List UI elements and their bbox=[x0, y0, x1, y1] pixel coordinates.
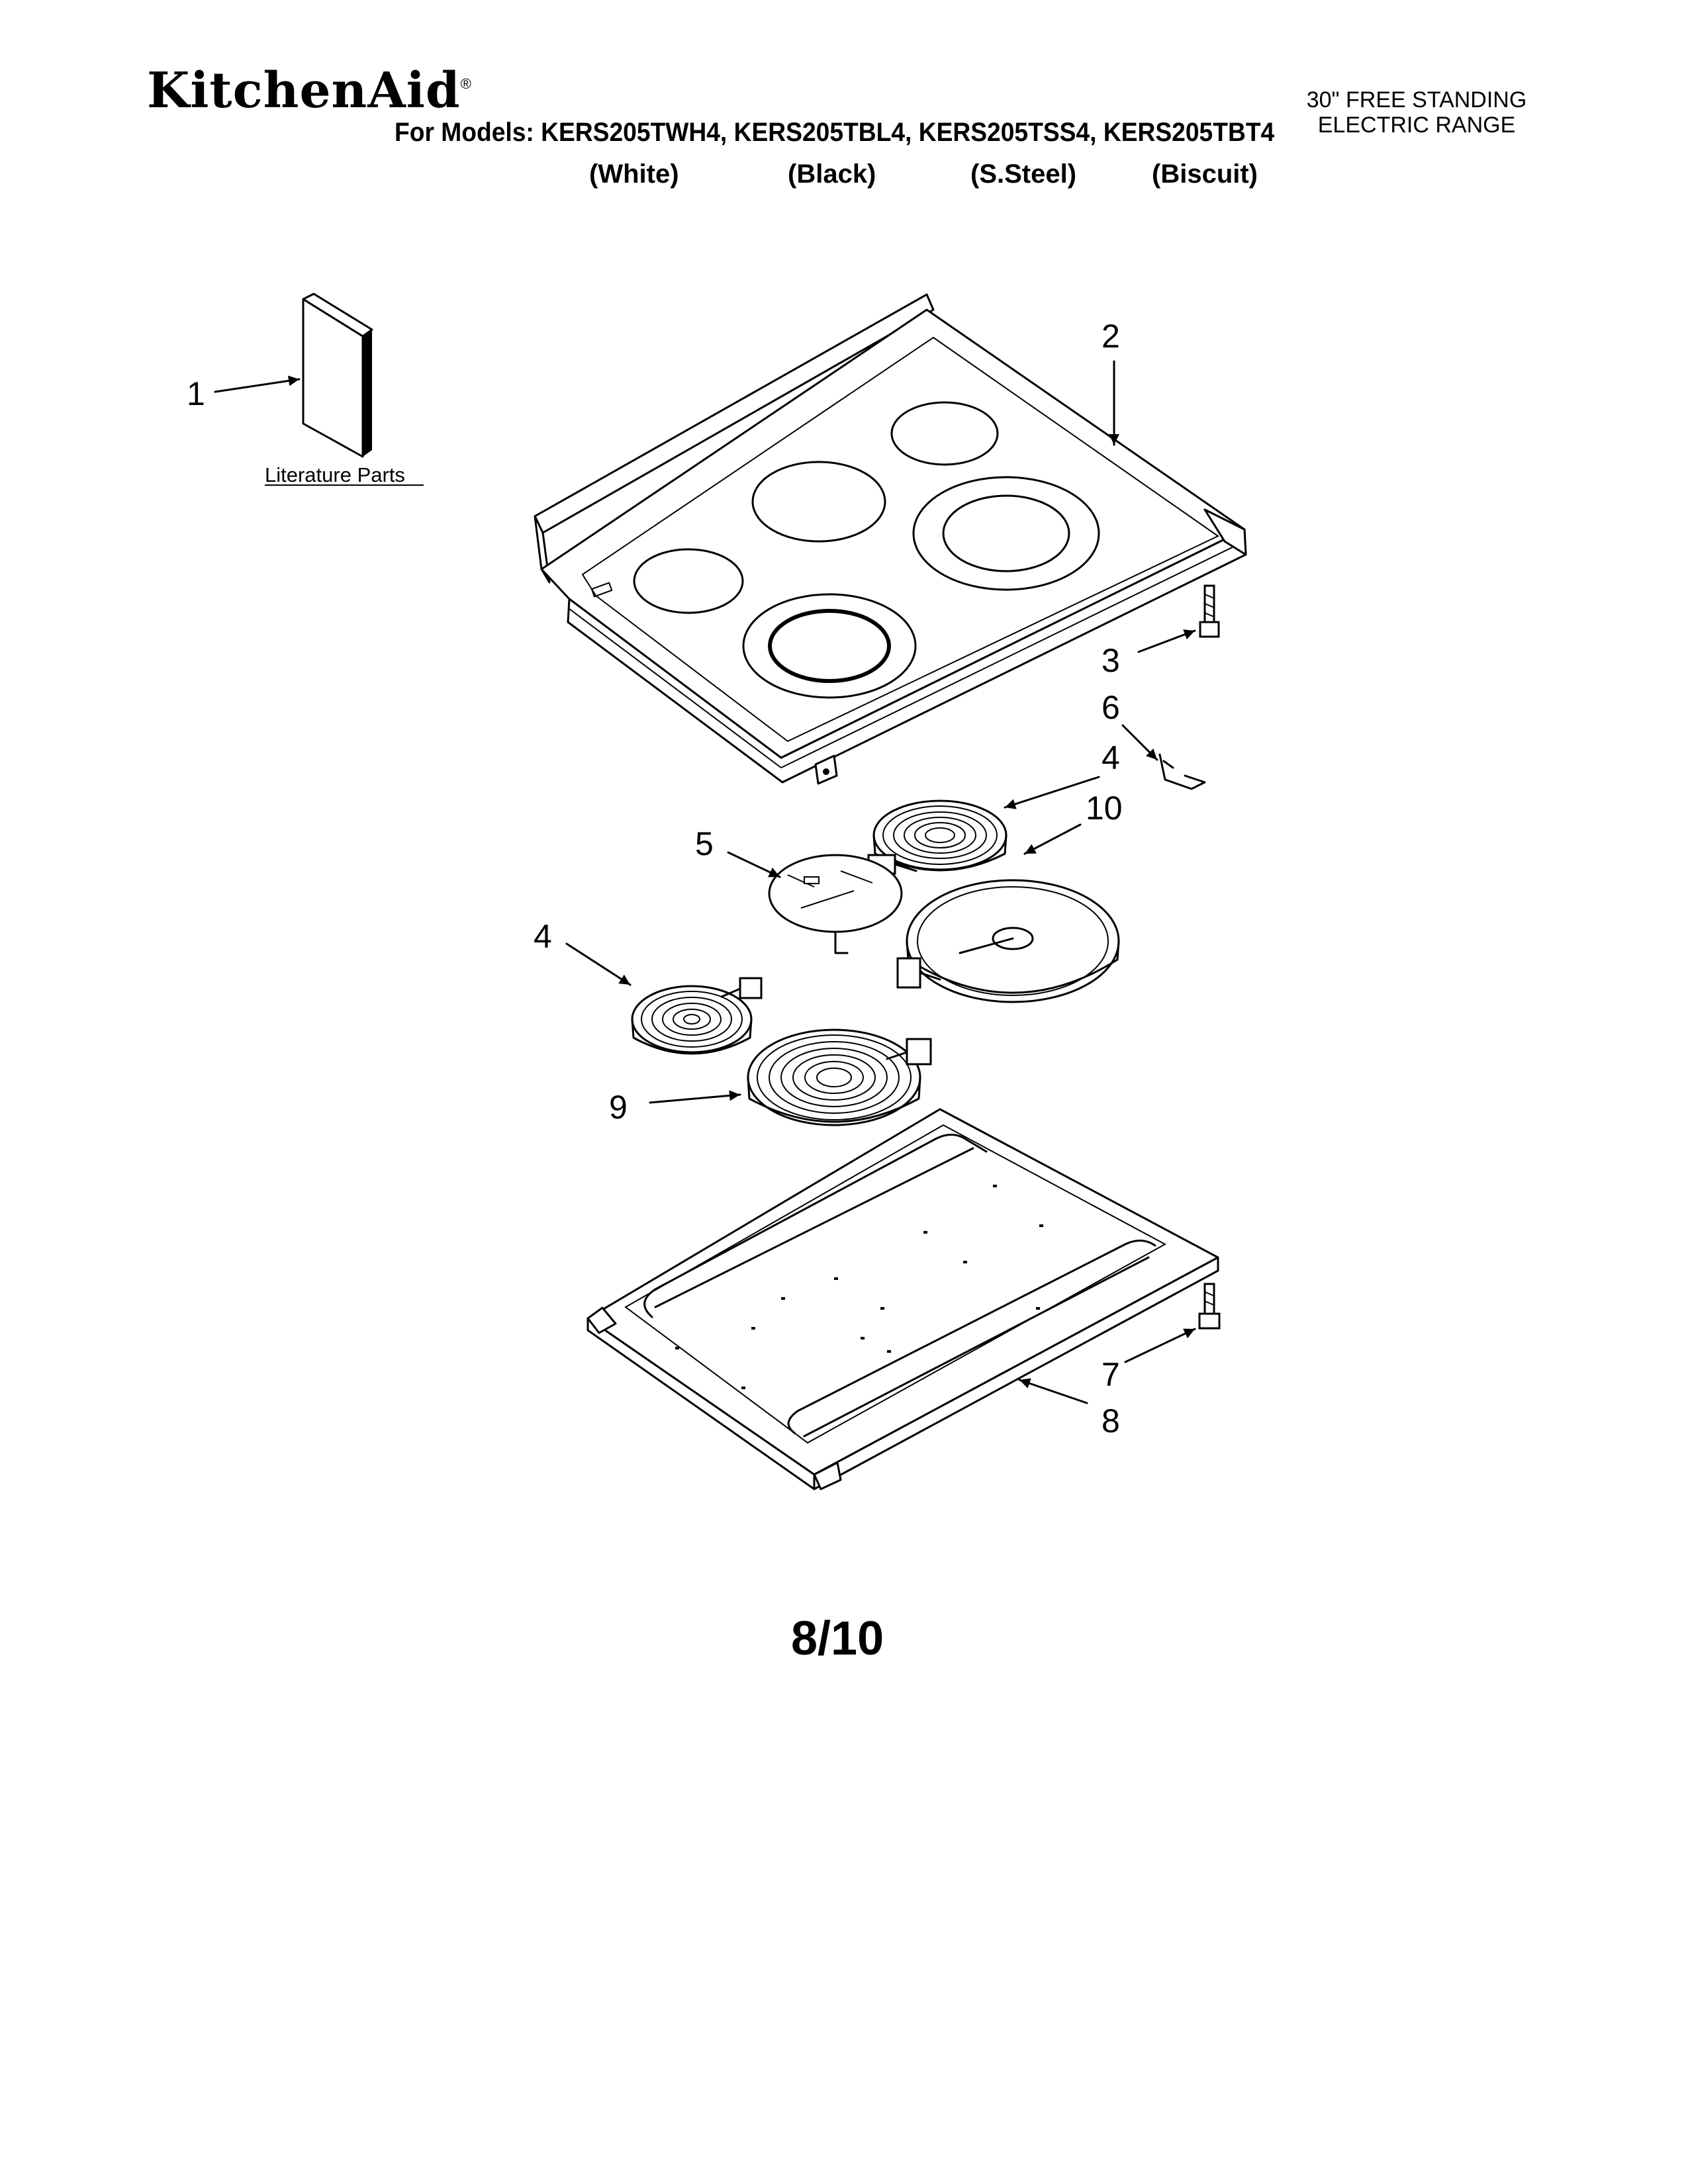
title-line-1: 30" FREE STANDING bbox=[1306, 87, 1527, 113]
radiant-element-small-lower bbox=[631, 977, 763, 1055]
cooktop-main-top bbox=[534, 293, 1247, 785]
literature-parts-booklet bbox=[302, 293, 373, 458]
color-steel: (S.Steel) bbox=[970, 159, 1077, 189]
color-biscuit: (Biscuit) bbox=[1152, 159, 1258, 189]
clip-part-6 bbox=[1158, 753, 1206, 790]
callout-6-arrow bbox=[1121, 724, 1158, 761]
title-line-2: ELECTRIC RANGE bbox=[1317, 113, 1516, 138]
callout-3: 3 bbox=[1102, 642, 1120, 679]
callout-9: 9 bbox=[609, 1089, 628, 1126]
callout-10: 10 bbox=[1086, 790, 1123, 827]
base-pan-part-8 bbox=[586, 1108, 1219, 1490]
color-white: (White) bbox=[589, 159, 679, 189]
kitchenaid-logo: KitchenAid® bbox=[147, 66, 472, 115]
screw-part-3 bbox=[1199, 584, 1220, 638]
product-title: 30" FREE STANDING ELECTRIC RANGE bbox=[1291, 87, 1542, 138]
color-black: (Black) bbox=[788, 159, 876, 189]
callout-4a-arrow bbox=[1004, 776, 1100, 809]
dual-radiant-element-large bbox=[896, 879, 1120, 1003]
callout-4b-arrow bbox=[565, 942, 632, 986]
callout-8-arrow bbox=[1018, 1378, 1088, 1404]
radiant-element-large bbox=[747, 1028, 932, 1126]
mounting-plate-part-5 bbox=[768, 854, 903, 954]
callout-5: 5 bbox=[695, 825, 714, 862]
radiant-element-small-upper bbox=[867, 799, 1008, 875]
callout-6: 6 bbox=[1102, 689, 1120, 726]
callout-4a: 4 bbox=[1102, 739, 1120, 776]
callout-3-arrow bbox=[1137, 629, 1196, 653]
registered-mark: ® bbox=[460, 75, 472, 92]
callout-7-arrow bbox=[1124, 1328, 1196, 1363]
callout-9-arrow bbox=[649, 1090, 741, 1104]
callout-8: 8 bbox=[1102, 1402, 1120, 1439]
literature-parts-label: Literature Parts bbox=[265, 463, 405, 486]
brand-name: KitchenAid bbox=[147, 62, 461, 119]
page-number: 8/10 bbox=[791, 1612, 884, 1665]
callout-1-arrow bbox=[214, 375, 301, 393]
callout-7: 7 bbox=[1102, 1356, 1120, 1393]
models-line: For Models: KERS205TWH4, KERS205TBL4, KE… bbox=[395, 118, 1275, 147]
callout-5-arrow bbox=[727, 851, 781, 878]
screw-part-7 bbox=[1198, 1283, 1221, 1330]
callout-1: 1 bbox=[187, 375, 205, 412]
callout-10-arrow bbox=[1023, 823, 1082, 855]
callout-4b: 4 bbox=[534, 918, 552, 955]
callout-2: 2 bbox=[1102, 318, 1120, 355]
